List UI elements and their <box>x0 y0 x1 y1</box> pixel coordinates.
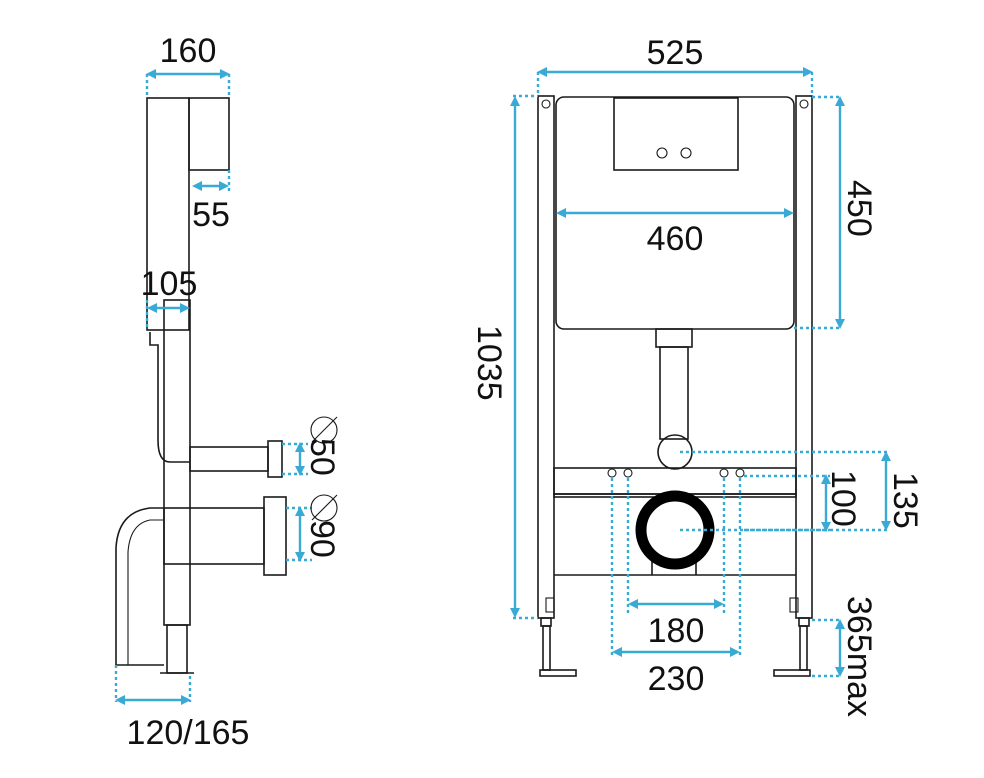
label-bolt-spacing-inner: 180 <box>648 612 705 650</box>
front-outlet-pipe <box>659 346 689 440</box>
label-pipe-small: 50 <box>303 438 341 476</box>
diameter-icon <box>310 416 338 444</box>
dim-hole-offset-large: 135 <box>680 450 924 532</box>
dim-cistern-width: 460 <box>556 208 794 258</box>
side-view: 160 55 105 50 <box>114 32 341 752</box>
flush-button-icon <box>656 147 668 159</box>
label-cistern-height: 450 <box>840 180 878 237</box>
dim-pipe-small: 50 <box>282 416 341 476</box>
dim-frame-depth: 105 <box>141 265 198 330</box>
waste-outlet-ring <box>635 490 715 570</box>
dim-total-height: 1035 <box>470 94 538 620</box>
side-pipe-large <box>163 507 265 565</box>
label-hole-offset-small: 100 <box>824 470 862 527</box>
label-foot-range: 120/165 <box>127 714 250 752</box>
side-cistern-front <box>188 97 230 171</box>
label-frame-depth: 105 <box>141 265 198 303</box>
front-left-upright <box>537 95 555 619</box>
front-right-upright <box>795 95 813 619</box>
label-total-height: 1035 <box>470 325 508 401</box>
dim-cistern-depth: 55 <box>192 170 231 234</box>
label-pipe-large: 90 <box>303 520 341 558</box>
front-mounting-plate <box>553 467 797 495</box>
dim-bolt-spacing-outer: 230 <box>610 478 742 698</box>
dim-pipe-large: 90 <box>286 494 341 562</box>
dim-frame-width: 525 <box>536 34 814 96</box>
dim-cistern-height: 450 <box>794 95 878 330</box>
dim-hole-offset-small: 100 <box>744 470 862 532</box>
dim-side-width: 160 <box>145 32 231 98</box>
dim-foot-range: 120/165 <box>114 665 250 752</box>
label-hole-offset-large: 135 <box>886 472 924 529</box>
label-side-width: 160 <box>160 32 217 70</box>
label-bolt-spacing-outer: 230 <box>648 660 705 698</box>
front-right-leg <box>799 625 808 671</box>
diameter-icon <box>310 494 338 522</box>
flush-plate-opening <box>613 97 739 171</box>
label-cistern-width: 460 <box>647 220 704 258</box>
front-view: 525 460 450 1035 <box>470 34 924 717</box>
side-pipe-small <box>189 446 269 472</box>
front-left-leg <box>542 625 551 671</box>
dim-bolt-spacing-inner: 180 <box>626 478 726 650</box>
label-leg-extension: 365max <box>840 596 878 717</box>
label-frame-width: 525 <box>647 34 704 72</box>
side-cistern-body <box>146 97 190 331</box>
flush-button-icon <box>680 147 692 159</box>
dim-leg-extension: 365max <box>812 596 878 717</box>
label-cistern-depth: 55 <box>192 196 230 234</box>
